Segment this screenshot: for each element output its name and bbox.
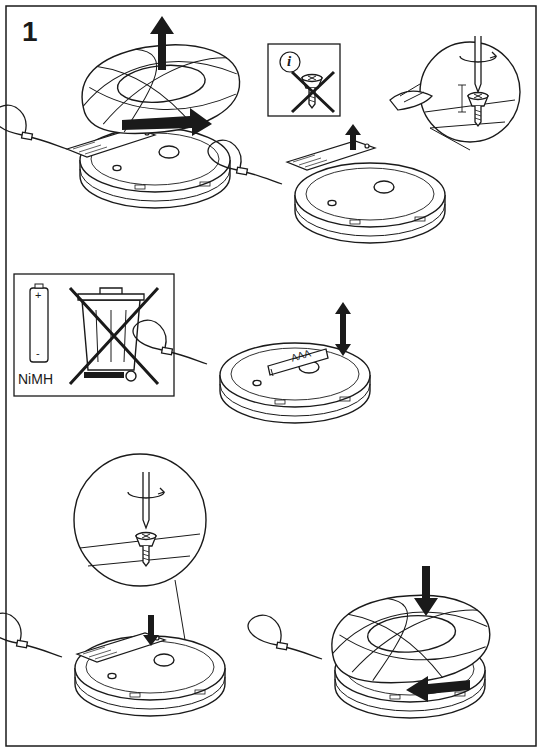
info-symbol: i [287, 54, 291, 69]
polarity-mark: - [36, 348, 40, 359]
polarity-mark: + [35, 290, 41, 301]
step-number: 1 [22, 18, 38, 46]
battery-type: NiMH [18, 372, 53, 386]
